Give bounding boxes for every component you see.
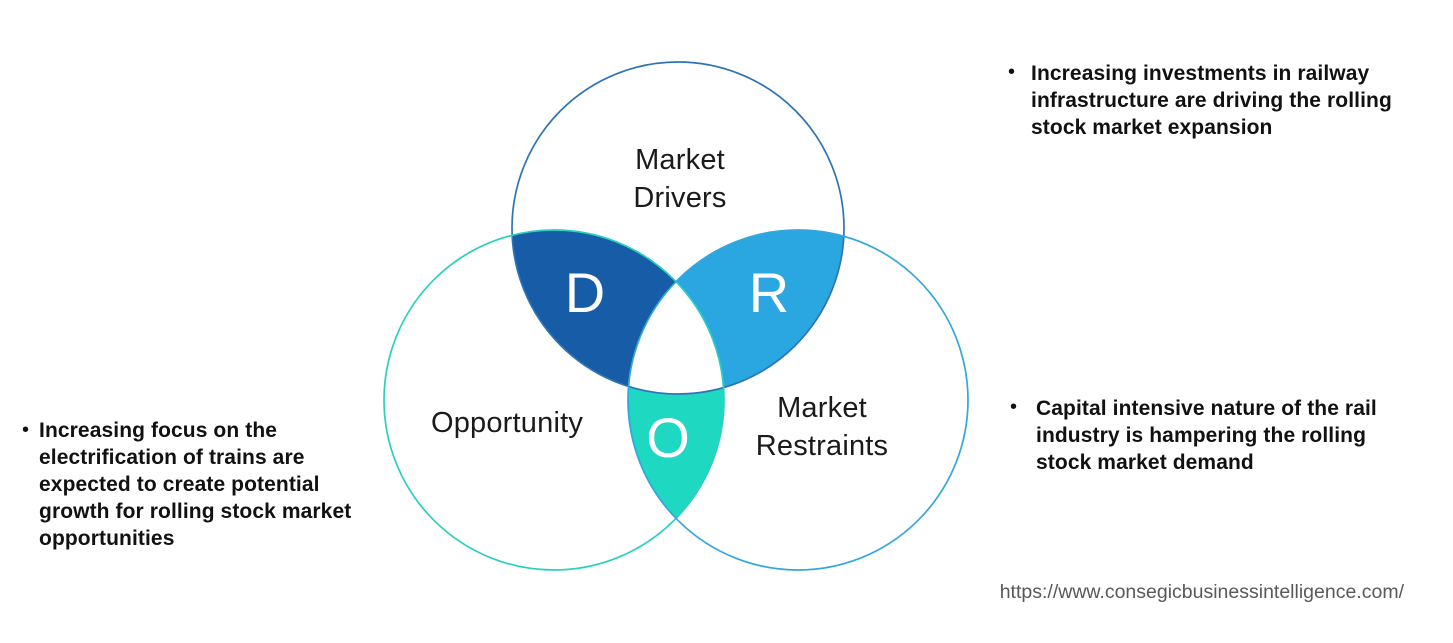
drivers-bullet-text: Increasing investments in railway infras…	[1031, 62, 1392, 139]
market-drivers-label: Market Drivers	[633, 144, 727, 214]
drivers-restraints-overlap	[628, 230, 844, 394]
opportunity-lens-letter: O	[646, 406, 690, 469]
bullet-icon: •	[1008, 61, 1016, 83]
bullet-icon: •	[22, 419, 30, 441]
restraints-bullet-text: Capital intensive nature of the rail ind…	[1036, 397, 1377, 474]
market-drivers-circle	[511, 61, 845, 395]
drivers-lens-letter: D	[564, 261, 606, 324]
restraints-bullet-block: • Capital intensive nature of the rail i…	[1010, 395, 1430, 476]
market-restraints-label: Market Restraints	[755, 392, 889, 462]
opportunity-bullet-block: • Increasing focus on the electrificatio…	[22, 417, 392, 552]
drivers-opportunity-overlap	[512, 230, 724, 394]
market-restraints-circle	[627, 229, 969, 571]
opportunity-bullet-text: Increasing focus on the electrification …	[39, 419, 352, 550]
opportunity-circle	[383, 229, 725, 571]
restraints-lens-letter: R	[748, 261, 790, 324]
drivers-bullet-block: • Increasing investments in railway infr…	[1008, 60, 1428, 141]
opportunity-label: Opportunity	[430, 407, 584, 439]
bullet-icon: •	[1010, 396, 1018, 418]
source-url: https://www.consegicbusinessintelligence…	[999, 581, 1404, 603]
